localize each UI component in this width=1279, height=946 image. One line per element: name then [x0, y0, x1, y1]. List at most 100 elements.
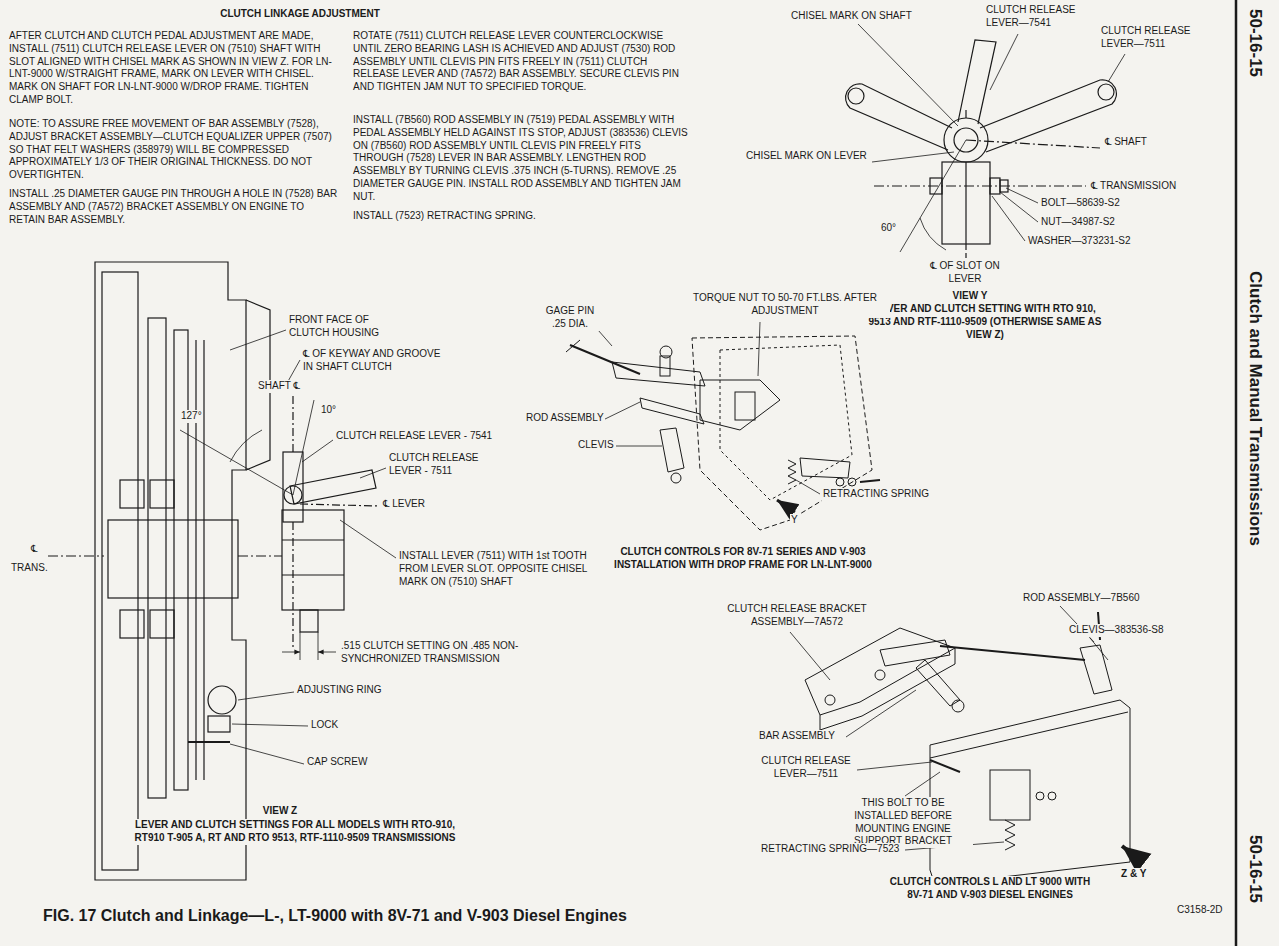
- part-label: ADJUSTING RING: [296, 684, 382, 697]
- line-art: [846, 84, 952, 150]
- line-art: [942, 162, 990, 244]
- line-art: [120, 610, 144, 638]
- line-art: [150, 610, 174, 638]
- centerline-label: ℄ SHAFT: [1104, 136, 1148, 149]
- line-art: [788, 460, 796, 484]
- line-art: [300, 632, 301, 660]
- line-art: [203, 340, 204, 780]
- line-art: [150, 480, 174, 508]
- line-art: [846, 24, 1125, 258]
- part-label: CLEVIS—383536-S8: [1068, 624, 1165, 637]
- line-art: [916, 660, 960, 706]
- line-art: [1090, 638, 1108, 660]
- line-art: [640, 398, 704, 424]
- line-art: [238, 692, 294, 700]
- line-art: [965, 162, 966, 244]
- view-caption: CLUTCH CONTROLS L AND LT 9000 WITH 8V-71…: [880, 876, 1100, 902]
- line-art: [148, 318, 166, 798]
- line-art: [905, 772, 940, 796]
- part-label: ROD ASSEMBLY: [525, 412, 605, 425]
- centerline-label: ℄ TRANSMISSION: [1090, 180, 1177, 193]
- part-label: LOCK: [310, 719, 339, 732]
- view-title: VIEW Y: [940, 290, 1000, 303]
- line-art: [230, 330, 286, 350]
- part-label: BOLT—58639-S2: [1040, 197, 1121, 210]
- line-art: [318, 632, 319, 660]
- angle-dimension: 60°: [880, 222, 897, 235]
- centerline-label: SHAFT ℄: [256, 380, 302, 393]
- part-label: CLUTCH RELEASE LEVER - 7511: [388, 452, 500, 478]
- part-label: WASHER—373231-S2: [1027, 235, 1131, 248]
- line-art: [874, 185, 1086, 186]
- line-art: [238, 555, 282, 556]
- instruction-note: INSTALL LEVER (7511) WITH 1st TOOTH FROM…: [398, 550, 598, 588]
- line-art: [180, 430, 293, 495]
- line-art: [232, 724, 308, 726]
- figure-caption: FIG. 17 Clutch and Linkage—L-, LT-9000 w…: [42, 906, 628, 926]
- line-art: [188, 741, 230, 743]
- part-label: CAP SCREW: [306, 756, 368, 769]
- line-art: [195, 340, 196, 780]
- line-art: [872, 152, 954, 162]
- line-art: [990, 34, 1018, 90]
- line-art: [208, 716, 230, 732]
- line-art: [900, 140, 966, 252]
- line-art: [857, 762, 932, 770]
- part-label: CLUTCH RELEASE LEVER—7541: [985, 4, 1085, 30]
- part-label: ROD ASSEMBLY—7B560: [1022, 592, 1141, 605]
- line-art: [282, 539, 344, 540]
- centerline-label: ℄ LEVER: [382, 498, 426, 511]
- part-label: CLUTCH RELEASE LEVER - 7541: [335, 430, 493, 443]
- line-art: [318, 652, 336, 653]
- line-art: [1235, 0, 1238, 946]
- line-art: [208, 686, 236, 714]
- line-art: [966, 140, 1100, 148]
- line-art: [1048, 792, 1056, 800]
- line-art: [880, 640, 950, 666]
- view-arrow-label: Z & Y: [1120, 868, 1147, 881]
- line-art: [805, 628, 955, 715]
- view-caption: LEVER AND CLUTCH SETTING WITH RTO 910, 9…: [862, 303, 1108, 341]
- torque-note: TORQUE NUT TO 50-70 FT.LBS. AFTER ADJUST…: [680, 292, 890, 318]
- view-caption: CLUTCH CONTROLS FOR 8V-71 SERIES AND V-9…: [612, 546, 874, 572]
- centerline-label: TRANS.: [10, 562, 49, 575]
- centerline-label: ℄ OF SLOT ON LEVER: [925, 260, 1005, 286]
- line-art: [846, 690, 916, 737]
- line-art: [848, 478, 856, 486]
- page-number: 50-16-15: [1244, 8, 1266, 78]
- line-art: [858, 24, 958, 126]
- line-art: [282, 510, 344, 610]
- line-art: [660, 428, 684, 472]
- line-art: [616, 446, 662, 447]
- line-art: [692, 336, 872, 530]
- line-art: [930, 760, 960, 772]
- line-art: [570, 345, 640, 374]
- line-art: [860, 480, 880, 482]
- section-heading: CLUTCH LINKAGE ADJUSTMENT: [170, 8, 430, 21]
- line-art: [965, 244, 966, 258]
- installation-note: THIS BOLT TO BE INSTALLED BEFORE MOUNTIN…: [833, 797, 973, 848]
- part-label: GAGE PIN .25 DIA.: [540, 305, 600, 331]
- part-label: CLUTCH RELEASE LEVER—7511: [1100, 25, 1195, 51]
- line-art: [174, 330, 188, 790]
- view-arrow-label: Y: [790, 514, 799, 527]
- line-art: [848, 88, 864, 104]
- line-art: [300, 610, 318, 632]
- line-art: [48, 555, 104, 556]
- line-art: [777, 500, 795, 512]
- line-art: [990, 770, 1030, 820]
- line-art: [282, 574, 344, 575]
- part-label: CHISEL MARK ON SHAFT: [790, 10, 913, 23]
- line-art: [293, 400, 314, 495]
- angle-dimension: 127°: [180, 410, 203, 423]
- line-art: [930, 700, 1130, 885]
- line-art: [598, 330, 612, 346]
- line-art: [292, 522, 293, 650]
- part-label: RETRACTING SPRING—7523: [760, 843, 900, 856]
- line-art: [790, 632, 830, 680]
- part-label: CHISEL MARK ON LEVER: [745, 150, 868, 163]
- view-title: VIEW Z: [250, 805, 310, 818]
- line-art: [930, 712, 1128, 758]
- section-title: Clutch and Manual Transmissions: [1244, 270, 1266, 547]
